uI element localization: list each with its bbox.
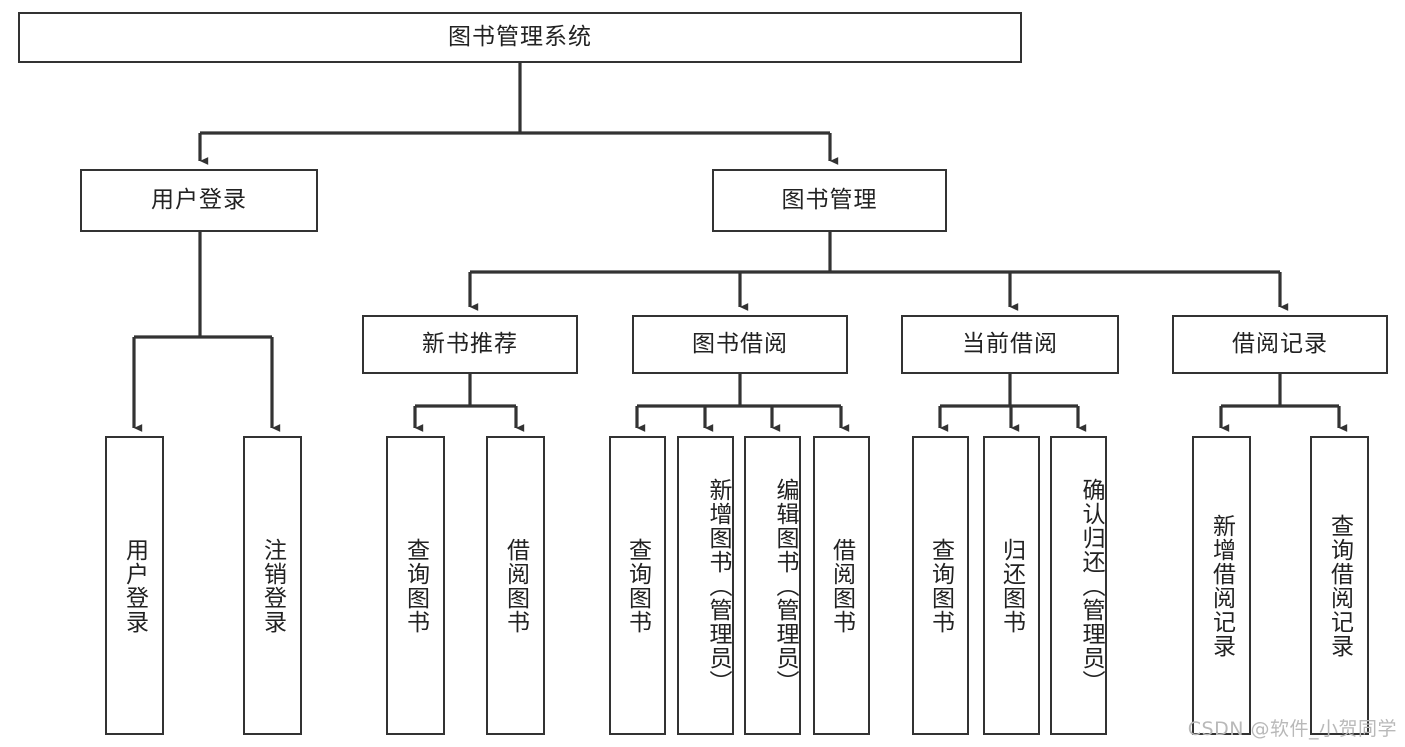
node-leaf-edit-book-admin-label: 编辑图书（管理员） bbox=[772, 477, 798, 694]
node-user-login[interactable]: 用户登录 bbox=[80, 169, 318, 232]
node-leaf-logout[interactable]: 注销登录 bbox=[243, 436, 302, 735]
node-leaf-add-borrow-record-label: 新增借阅记录 bbox=[1208, 513, 1235, 658]
node-leaf-query-book-borrow-label: 查询图书 bbox=[624, 537, 651, 634]
node-root-system[interactable]: 图书管理系统 bbox=[18, 12, 1022, 63]
node-leaf-query-book-current[interactable]: 查询图书 bbox=[912, 436, 969, 735]
node-leaf-confirm-return-admin[interactable]: 确认归还（管理员） bbox=[1050, 436, 1107, 735]
node-new-book-recommend[interactable]: 新书推荐 bbox=[362, 315, 578, 374]
node-current-borrow-label: 当前借阅 bbox=[962, 330, 1058, 357]
node-book-management-label: 图书管理 bbox=[781, 186, 878, 213]
node-leaf-return-book[interactable]: 归还图书 bbox=[983, 436, 1040, 735]
node-leaf-query-book-recommend-label: 查询图书 bbox=[402, 537, 429, 634]
node-book-borrow[interactable]: 图书借阅 bbox=[632, 315, 848, 374]
node-leaf-query-book-recommend[interactable]: 查询图书 bbox=[386, 436, 445, 735]
node-book-management[interactable]: 图书管理 bbox=[712, 169, 947, 232]
node-leaf-borrow-book-recommend[interactable]: 借阅图书 bbox=[486, 436, 545, 735]
node-leaf-borrow-book-borrow-label: 借阅图书 bbox=[828, 537, 855, 634]
node-leaf-logout-label: 注销登录 bbox=[259, 537, 286, 634]
node-leaf-user-login-label: 用户登录 bbox=[121, 537, 148, 634]
node-borrow-record[interactable]: 借阅记录 bbox=[1172, 315, 1388, 374]
node-new-book-recommend-label: 新书推荐 bbox=[422, 330, 518, 357]
node-leaf-return-book-label: 归还图书 bbox=[998, 537, 1025, 634]
node-leaf-query-book-current-label: 查询图书 bbox=[927, 537, 954, 634]
node-leaf-query-borrow-record-label: 查询借阅记录 bbox=[1326, 513, 1353, 658]
node-root-system-label: 图书管理系统 bbox=[448, 23, 592, 50]
node-leaf-borrow-book-recommend-label: 借阅图书 bbox=[502, 537, 529, 634]
node-current-borrow[interactable]: 当前借阅 bbox=[901, 315, 1119, 374]
node-leaf-add-borrow-record[interactable]: 新增借阅记录 bbox=[1192, 436, 1251, 735]
node-leaf-query-book-borrow[interactable]: 查询图书 bbox=[609, 436, 666, 735]
node-leaf-edit-book-admin[interactable]: 编辑图书（管理员） bbox=[744, 436, 801, 735]
node-book-borrow-label: 图书借阅 bbox=[692, 330, 788, 357]
node-leaf-query-borrow-record[interactable]: 查询借阅记录 bbox=[1310, 436, 1369, 735]
node-leaf-add-book-admin[interactable]: 新增图书（管理员） bbox=[677, 436, 734, 735]
node-leaf-add-book-admin-label: 新增图书（管理员） bbox=[705, 477, 731, 694]
node-leaf-borrow-book-borrow[interactable]: 借阅图书 bbox=[813, 436, 870, 735]
node-leaf-user-login[interactable]: 用户登录 bbox=[105, 436, 164, 735]
node-borrow-record-label: 借阅记录 bbox=[1232, 330, 1328, 357]
node-user-login-label: 用户登录 bbox=[151, 186, 247, 213]
node-leaf-confirm-return-admin-label: 确认归还（管理员） bbox=[1078, 477, 1104, 694]
